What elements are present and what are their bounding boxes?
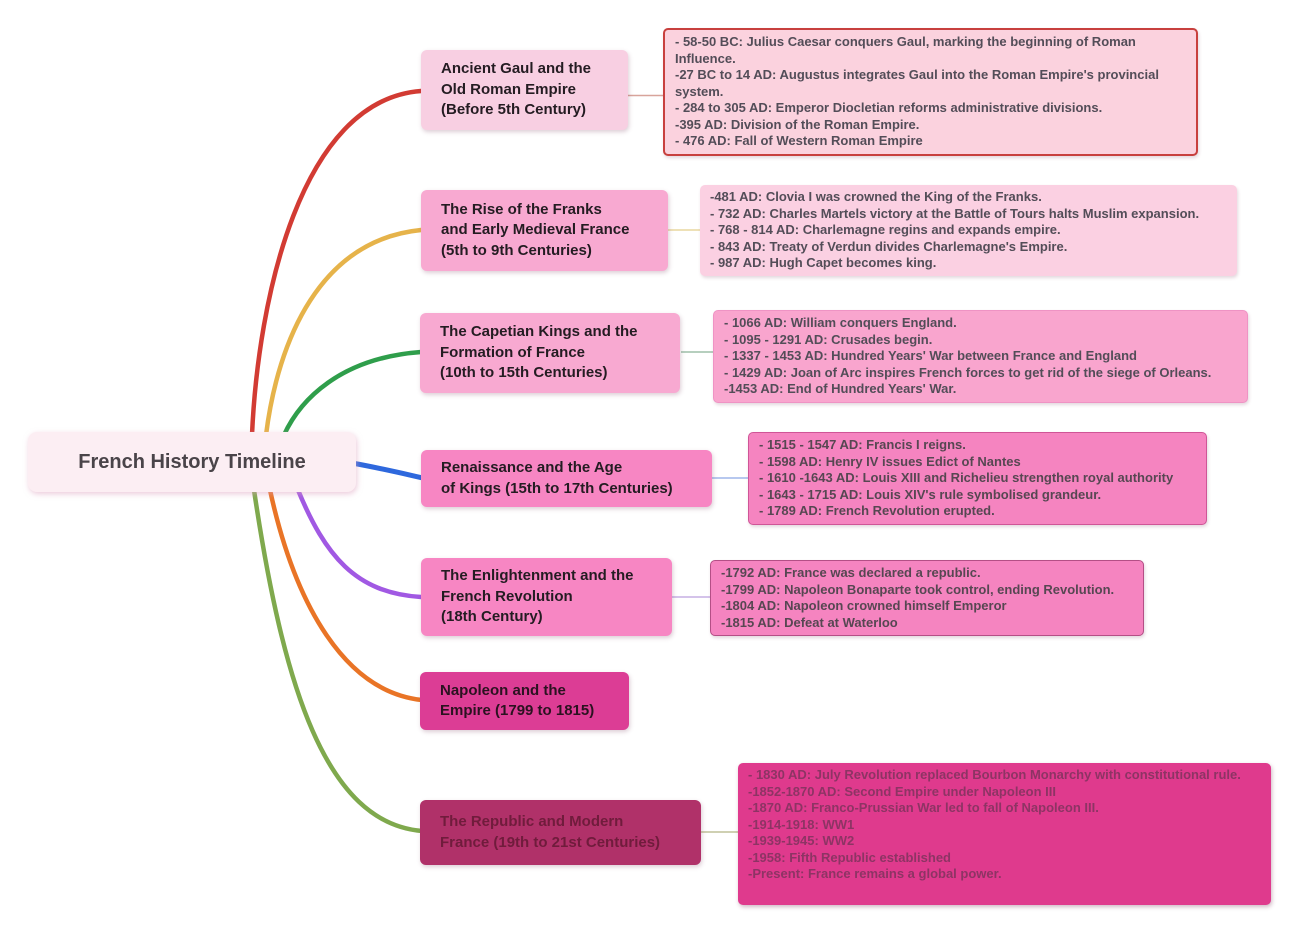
timeline-entry: - 732 AD: Charles Martels victory at the… — [710, 205, 1200, 221]
topic-enlightenment[interactable]: The Enlightenment and the French Revolut… — [421, 558, 672, 636]
central-topic[interactable]: French History Timeline — [28, 432, 356, 492]
timeline-entry: - 1066 AD: William conquers England. — [724, 315, 957, 330]
timeline-entry: -1939-1945: WW2 — [748, 833, 855, 848]
topic-napoleon[interactable]: Napoleon and the Empire (1799 to 1815) — [420, 672, 629, 730]
timeline-entry: -1852-1870 AD: Second Empire under Napol… — [748, 783, 1056, 799]
branch-line-ancient-gaul — [249, 88, 424, 438]
branch-line-napoleon — [267, 487, 425, 703]
timeline-entry: -1870 AD: Franco-Prussian War led to fal… — [748, 800, 1099, 815]
detail-ancient-gaul[interactable]: - 58-50 BC: Julius Caesar conquers Gaul,… — [663, 28, 1198, 156]
timeline-entry: - 987 AD: Hugh Capet becomes king. — [710, 255, 937, 270]
detail-franks[interactable]: -481 AD: Clovia I was crowned the King o… — [700, 185, 1237, 276]
timeline-entry: - 1610 -1643 AD: Louis XIII and Richelie… — [759, 470, 1174, 485]
timeline-entry: - 1643 - 1715 AD: Louis XIV's rule symbo… — [759, 486, 1102, 502]
timeline-entry: - 284 to 305 AD: Emperor Diocletian refo… — [675, 100, 1103, 115]
topic-republic[interactable]: The Republic and Modern France (19th to … — [420, 800, 701, 865]
timeline-entry: -1914-1918: WW1 — [748, 816, 855, 832]
timeline-entry: - 476 AD: Fall of Western Roman Empire — [675, 133, 923, 148]
timeline-entry: - 1789 AD: French Revolution erupted. — [759, 503, 995, 518]
topic-capetian[interactable]: The Capetian Kings and the Formation of … — [420, 313, 680, 393]
topic-ancient-gaul[interactable]: Ancient Gaul and the Old Roman Empire (B… — [421, 50, 628, 130]
branch-line-renaissance — [349, 460, 426, 481]
detail-enlightenment[interactable]: -1792 AD: France was declared a republic… — [710, 560, 1144, 636]
timeline-entry: - 1095 - 1291 AD: Crusades begin. — [724, 331, 933, 347]
timeline-entry: - 768 - 814 AD: Charlemagne regins and e… — [710, 222, 1061, 237]
detail-renaissance[interactable]: - 1515 - 1547 AD: Francis I reigns. - 15… — [748, 432, 1207, 525]
timeline-entry: - 58-50 BC: Julius Caesar conquers Gaul,… — [675, 34, 1136, 66]
timeline-entry: -Present: France remains a global power. — [748, 866, 1002, 881]
timeline-entry: - 843 AD: Treaty of Verdun divides Charl… — [710, 238, 1068, 254]
timeline-entry: -27 BC to 14 AD: Augustus integrates Gau… — [675, 67, 1159, 99]
detail-capetian[interactable]: - 1066 AD: William conquers England. - 1… — [713, 310, 1248, 403]
timeline-entry: -395 AD: Division of the Roman Empire. — [675, 116, 920, 132]
timeline-entry: -481 AD: Clovia I was crowned the King o… — [710, 189, 1042, 204]
branch-line-enlightenment — [295, 487, 424, 600]
timeline-entry: -1792 AD: France was declared a republic… — [721, 565, 981, 580]
timeline-entry: - 1429 AD: Joan of Arc inspires French f… — [724, 364, 1212, 380]
timeline-entry: - 1830 AD: July Revolution replaced Bour… — [748, 767, 1241, 782]
timeline-entry: -1799 AD: Napoleon Bonaparte took contro… — [721, 581, 1115, 597]
timeline-entry: - 1515 - 1547 AD: Francis I reigns. — [759, 437, 966, 452]
timeline-entry: -1804 AD: Napoleon crowned himself Emper… — [721, 598, 1007, 613]
timeline-entry: -1815 AD: Defeat at Waterloo — [721, 614, 898, 630]
central-topic-label: French History Timeline — [78, 450, 306, 473]
timeline-entry: -1453 AD: End of Hundred Years' War. — [724, 381, 957, 396]
timeline-entry: - 1337 - 1453 AD: Hundred Years' War bet… — [724, 348, 1137, 363]
topic-franks[interactable]: The Rise of the Franks and Early Medieva… — [421, 190, 668, 271]
branch-line-franks — [263, 227, 424, 438]
timeline-entry: -1958: Fifth Republic established — [748, 849, 951, 865]
timeline-entry: - 1598 AD: Henry IV issues Edict of Nant… — [759, 453, 1021, 469]
branch-line-republic — [251, 487, 425, 834]
topic-renaissance[interactable]: Renaissance and the Age of Kings (15th t… — [421, 450, 712, 507]
detail-republic[interactable]: - 1830 AD: July Revolution replaced Bour… — [738, 763, 1271, 905]
branch-line-capetian — [281, 349, 424, 438]
